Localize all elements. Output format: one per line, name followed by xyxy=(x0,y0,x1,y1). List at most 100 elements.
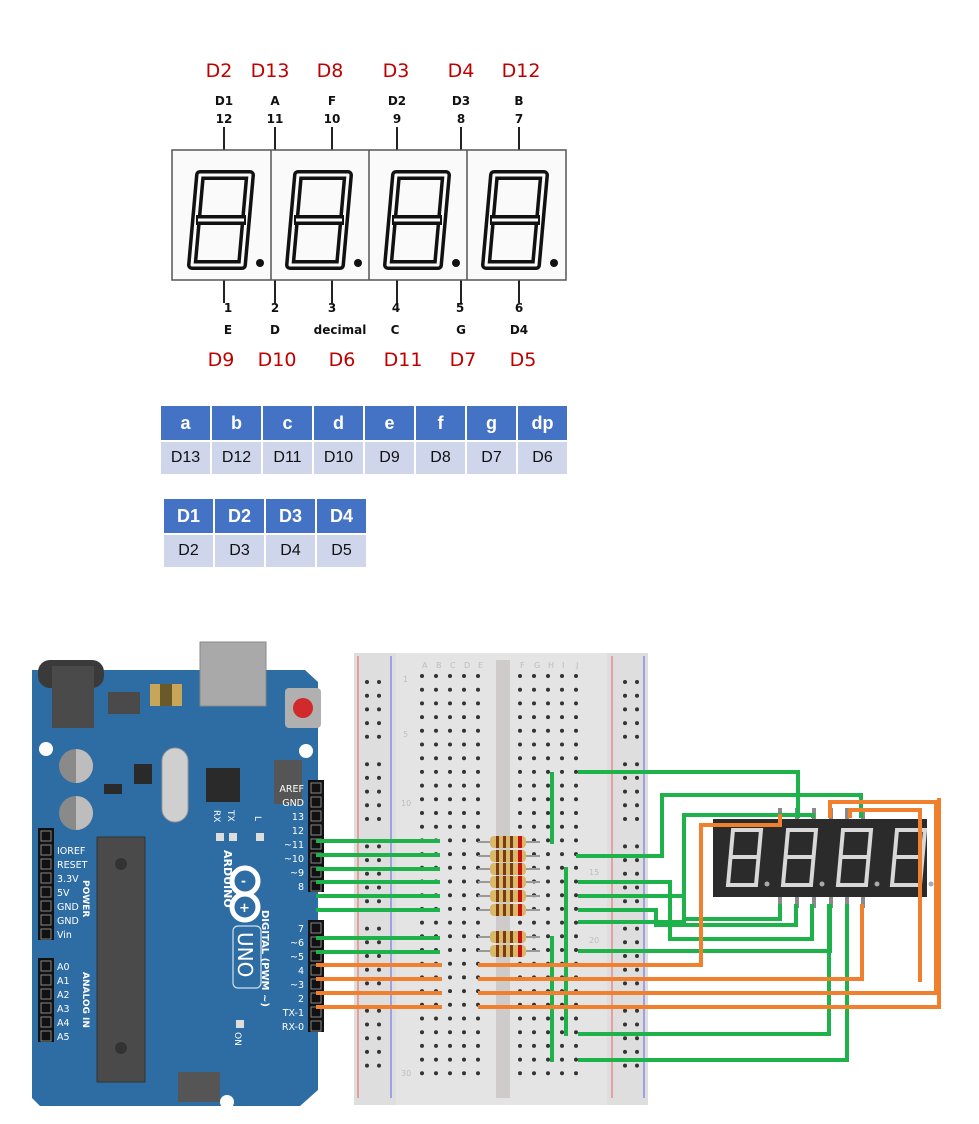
rail-hole[interactable] xyxy=(365,1022,369,1027)
rail-hole[interactable] xyxy=(377,899,381,904)
breadboard-hole[interactable] xyxy=(574,824,578,829)
breadboard-hole[interactable] xyxy=(434,756,438,761)
rail-hole[interactable] xyxy=(623,1022,627,1027)
breadboard-hole[interactable] xyxy=(532,1071,536,1076)
breadboard-hole[interactable] xyxy=(560,879,564,884)
breadboard-hole[interactable] xyxy=(546,838,550,843)
rail-hole[interactable] xyxy=(365,762,369,767)
rail-hole[interactable] xyxy=(635,1049,639,1054)
breadboard-hole[interactable] xyxy=(420,674,424,678)
breadboard-hole[interactable] xyxy=(546,769,550,774)
breadboard-hole[interactable] xyxy=(476,1071,480,1076)
breadboard-hole[interactable] xyxy=(560,906,564,911)
rail-hole[interactable] xyxy=(365,1008,369,1013)
rail-hole[interactable] xyxy=(377,1063,381,1068)
breadboard-hole[interactable] xyxy=(462,1030,466,1035)
rail-hole[interactable] xyxy=(623,858,627,863)
breadboard-hole[interactable] xyxy=(476,701,480,706)
rail-hole[interactable] xyxy=(377,954,381,958)
breadboard-hole[interactable] xyxy=(546,934,550,939)
rail-hole[interactable] xyxy=(377,734,381,739)
segment-wire-c[interactable] xyxy=(578,880,814,941)
breadboard-hole[interactable] xyxy=(532,674,536,678)
breadboard-hole[interactable] xyxy=(420,756,424,761)
breadboard-hole[interactable] xyxy=(462,838,466,843)
rail-hole[interactable] xyxy=(635,789,639,794)
breadboard-hole[interactable] xyxy=(448,865,452,870)
breadboard-hole[interactable] xyxy=(462,824,466,829)
breadboard-hole[interactable] xyxy=(476,687,480,692)
rail-hole[interactable] xyxy=(377,981,381,986)
rail-hole[interactable] xyxy=(635,858,639,863)
breadboard-hole[interactable] xyxy=(420,1030,424,1035)
breadboard-hole[interactable] xyxy=(574,948,578,952)
breadboard-hole[interactable] xyxy=(434,920,438,925)
breadboard-hole[interactable] xyxy=(546,783,550,788)
rail-hole[interactable] xyxy=(635,871,639,876)
rail-hole[interactable] xyxy=(635,899,639,904)
rail-hole[interactable] xyxy=(377,789,381,794)
breadboard-hole[interactable] xyxy=(546,865,550,870)
breadboard-hole[interactable] xyxy=(518,920,522,925)
rail-hole[interactable] xyxy=(377,926,381,931)
breadboard-hole[interactable] xyxy=(560,934,564,939)
breadboard-hole[interactable] xyxy=(574,1030,578,1035)
breadboard-hole[interactable] xyxy=(476,715,480,720)
breadboard-hole[interactable] xyxy=(448,838,452,843)
breadboard-hole[interactable] xyxy=(462,906,466,911)
breadboard-hole[interactable] xyxy=(560,674,564,678)
breadboard-hole[interactable] xyxy=(546,728,550,733)
rail-hole[interactable] xyxy=(377,680,381,684)
breadboard-hole[interactable] xyxy=(434,1016,438,1021)
breadboard-hole[interactable] xyxy=(546,893,550,898)
breadboard-hole[interactable] xyxy=(476,1043,480,1048)
breadboard-hole[interactable] xyxy=(448,756,452,761)
rail-hole[interactable] xyxy=(377,871,381,876)
breadboard-hole[interactable] xyxy=(518,674,522,678)
rail-hole[interactable] xyxy=(635,803,639,808)
rail-hole[interactable] xyxy=(635,981,639,986)
breadboard-hole[interactable] xyxy=(574,687,578,692)
rail-hole[interactable] xyxy=(377,967,381,972)
breadboard-hole[interactable] xyxy=(546,687,550,692)
rail-hole[interactable] xyxy=(377,1008,381,1013)
breadboard-hole[interactable] xyxy=(560,1057,564,1062)
rail-hole[interactable] xyxy=(365,871,369,876)
rail-hole[interactable] xyxy=(623,954,627,958)
breadboard-hole[interactable] xyxy=(532,783,536,788)
breadboard-hole[interactable] xyxy=(532,742,536,747)
rail-hole[interactable] xyxy=(365,940,369,945)
breadboard-hole[interactable] xyxy=(434,1057,438,1062)
breadboard-hole[interactable] xyxy=(518,742,522,747)
rail-hole[interactable] xyxy=(365,844,369,849)
breadboard-hole[interactable] xyxy=(434,742,438,747)
breadboard-hole[interactable] xyxy=(448,1030,452,1035)
rail-hole[interactable] xyxy=(623,817,627,821)
breadboard-hole[interactable] xyxy=(462,879,466,884)
breadboard-hole[interactable] xyxy=(420,797,424,802)
rail-hole[interactable] xyxy=(623,871,627,876)
breadboard-hole[interactable] xyxy=(434,674,438,678)
breadboard-hole[interactable] xyxy=(448,687,452,692)
rail-hole[interactable] xyxy=(623,789,627,794)
breadboard-hole[interactable] xyxy=(462,1016,466,1021)
header-pin[interactable] xyxy=(40,872,52,884)
breadboard-hole[interactable] xyxy=(462,797,466,802)
breadboard-hole[interactable] xyxy=(532,824,536,829)
breadboard-hole[interactable] xyxy=(420,687,424,692)
breadboard-hole[interactable] xyxy=(574,783,578,788)
rail-hole[interactable] xyxy=(377,693,381,698)
rail-hole[interactable] xyxy=(377,1049,381,1054)
rail-hole[interactable] xyxy=(377,721,381,726)
breadboard-hole[interactable] xyxy=(532,1016,536,1021)
rail-hole[interactable] xyxy=(635,680,639,684)
breadboard-hole[interactable] xyxy=(560,1071,564,1076)
breadboard-hole[interactable] xyxy=(420,811,424,815)
header-pin[interactable] xyxy=(40,1016,52,1028)
digit-wire-d4[interactable] xyxy=(478,904,864,981)
rail-hole[interactable] xyxy=(365,693,369,698)
breadboard-hole[interactable] xyxy=(448,961,452,966)
breadboard-hole[interactable] xyxy=(574,674,578,678)
rail-hole[interactable] xyxy=(635,775,639,780)
breadboard-hole[interactable] xyxy=(448,989,452,994)
